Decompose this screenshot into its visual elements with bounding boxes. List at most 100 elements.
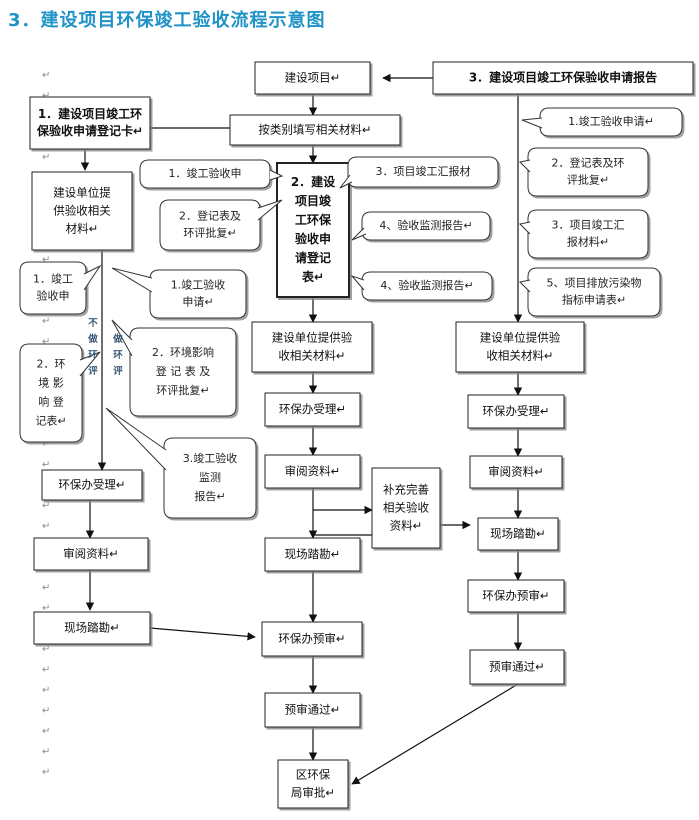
label-text: 保验收申请登记卡↵ <box>36 123 143 138</box>
label-text: 监测 <box>199 471 221 484</box>
right-accept-box-frame <box>467 394 565 429</box>
mid-callout-1: 1．竣工验收申 <box>139 159 284 189</box>
label-text: 审阅资料↵ <box>285 464 341 478</box>
label-text: 指标申请表↵ <box>562 293 626 307</box>
supplement-box-frame <box>371 467 441 549</box>
left-callout-1-bubble <box>19 261 87 315</box>
label-text: 登 记 表 及 <box>156 364 211 378</box>
left-callout-2b-pointer <box>111 319 133 357</box>
right-pre-box: 环保办预审↵ <box>467 579 565 613</box>
mid-survey-box: 现场踏勘↵ <box>264 537 361 572</box>
paragraph-mark: ↵ <box>42 70 50 81</box>
flow-arrow <box>351 683 519 785</box>
label-text: 区环保 <box>296 768 331 782</box>
mid-callout-5: 4、验收监测报告↵ <box>350 271 493 301</box>
label-text: 建设单位提供验 <box>272 331 353 345</box>
label-text: 材料↵ <box>66 222 99 236</box>
label-text: 工环保 <box>295 212 332 227</box>
label-text: 环保办受理↵ <box>58 478 125 492</box>
label-text: 2．环 <box>37 358 66 371</box>
paragraph-mark: ↵ <box>42 747 50 758</box>
left-callout-1b: 1.竣工验收申请↵ <box>111 267 247 319</box>
mid-callout-4-pointer <box>351 227 367 241</box>
mid-review-box-frame <box>264 454 361 489</box>
mid-callout-2-pointer <box>257 199 283 221</box>
mid-accept-box-frame <box>264 392 361 427</box>
right-callout-1-pointer <box>521 117 543 129</box>
label-text: 局审批↵ <box>291 786 335 800</box>
label-text: 建设单位提 <box>53 186 111 200</box>
left-survey-box-frame <box>33 611 151 645</box>
label-text: 环评批复↵ <box>156 383 209 397</box>
left-callout-1: 1．竣工验收申 <box>19 261 102 315</box>
label-text: 环保办受理↵ <box>279 402 346 416</box>
right-callout-1-bubble <box>539 107 683 137</box>
label-text: 收相关材料↵ <box>278 349 345 363</box>
label-text: 相关验收 <box>383 501 429 515</box>
label-text: 审阅资料↵ <box>63 547 119 561</box>
label-text: 收相关材料↵ <box>486 349 553 363</box>
label-text: 报告↵ <box>194 489 225 503</box>
mid-pass-box-frame <box>264 692 361 728</box>
mid-provide-box-frame <box>251 321 373 373</box>
paragraph-mark: ↵ <box>42 644 50 655</box>
label-text: 现场踏勘↵ <box>285 547 341 561</box>
right-accept-box: 环保办受理↵ <box>467 394 565 429</box>
flow-arrow <box>149 627 256 641</box>
mid-callout-5-bubble <box>361 271 493 301</box>
mid-callout-5-pointer <box>350 274 365 291</box>
paragraph-mark: ↵ <box>42 521 50 532</box>
label-text: 2．环境影响 <box>152 345 214 359</box>
flow-nodes: 建设项目↵3．建设项目竣工环保验收申请报告1．建设项目竣工环保验收申请登记卡↵按… <box>19 61 694 809</box>
paragraph-mark: ↵ <box>42 91 50 102</box>
label-text: 预审通过↵ <box>285 703 341 717</box>
paragraph-mark: ↵ <box>42 255 50 266</box>
side-label-char: 做 <box>112 333 123 345</box>
side-label-char: 不 <box>88 318 98 329</box>
paragraph-mark: ↵ <box>42 152 50 163</box>
label-text: 4、验收监测报告↵ <box>379 218 472 232</box>
label-text: 建设项目↵ <box>285 71 341 85</box>
right-survey-box-frame <box>477 517 559 551</box>
paragraph-mark: ↵ <box>42 685 50 696</box>
side-label-char: 环 <box>88 350 98 361</box>
label-text: 按类别填写相关材料↵ <box>258 123 371 137</box>
mid-accept-box: 环保办受理↵ <box>264 392 361 427</box>
mid-review-box: 审阅资料↵ <box>264 454 361 489</box>
side-label-char: 环 <box>113 350 123 361</box>
label-text: 响 登 <box>38 395 64 409</box>
left-provide-box-frame <box>31 171 133 251</box>
side-label-char: 做 <box>87 333 98 345</box>
right-callout-2-pointer <box>518 159 531 173</box>
label-text: 3．项目竣工汇报材 <box>376 164 471 178</box>
mid-callout-3-pointer <box>339 174 353 189</box>
left-callout-2: 2．环境 影响 登记表↵ <box>19 343 101 443</box>
left-callout-2b-bubble <box>129 327 237 417</box>
left-callout-1-pointer <box>83 264 102 291</box>
label-text: 1.竣工验收申请↵ <box>568 114 654 128</box>
label-text: 申请↵ <box>182 296 213 309</box>
paragraph-mark: ↵ <box>42 439 50 450</box>
label-text: 环保办预审↵ <box>278 632 345 646</box>
mid-callout-1-bubble <box>139 159 271 189</box>
label-text: 2．建设 <box>291 174 336 189</box>
side-label-char: 评 <box>88 365 98 377</box>
mid-pre-box-frame <box>261 621 363 657</box>
label-text: 评批复↵ <box>567 173 609 187</box>
label-text: 验收申 <box>295 231 331 246</box>
left-review-box-frame <box>33 537 149 571</box>
label-text: 资料↵ <box>390 519 423 533</box>
right-provide-box-frame <box>455 321 585 373</box>
mid-registration-form-box-frame <box>276 162 350 298</box>
mid-callout-2-bubble <box>159 199 261 251</box>
label-text: 1．建设项目竣工环 <box>38 106 142 121</box>
label-text: 表↵ <box>301 269 324 284</box>
right-survey-box: 现场踏勘↵ <box>477 517 559 551</box>
